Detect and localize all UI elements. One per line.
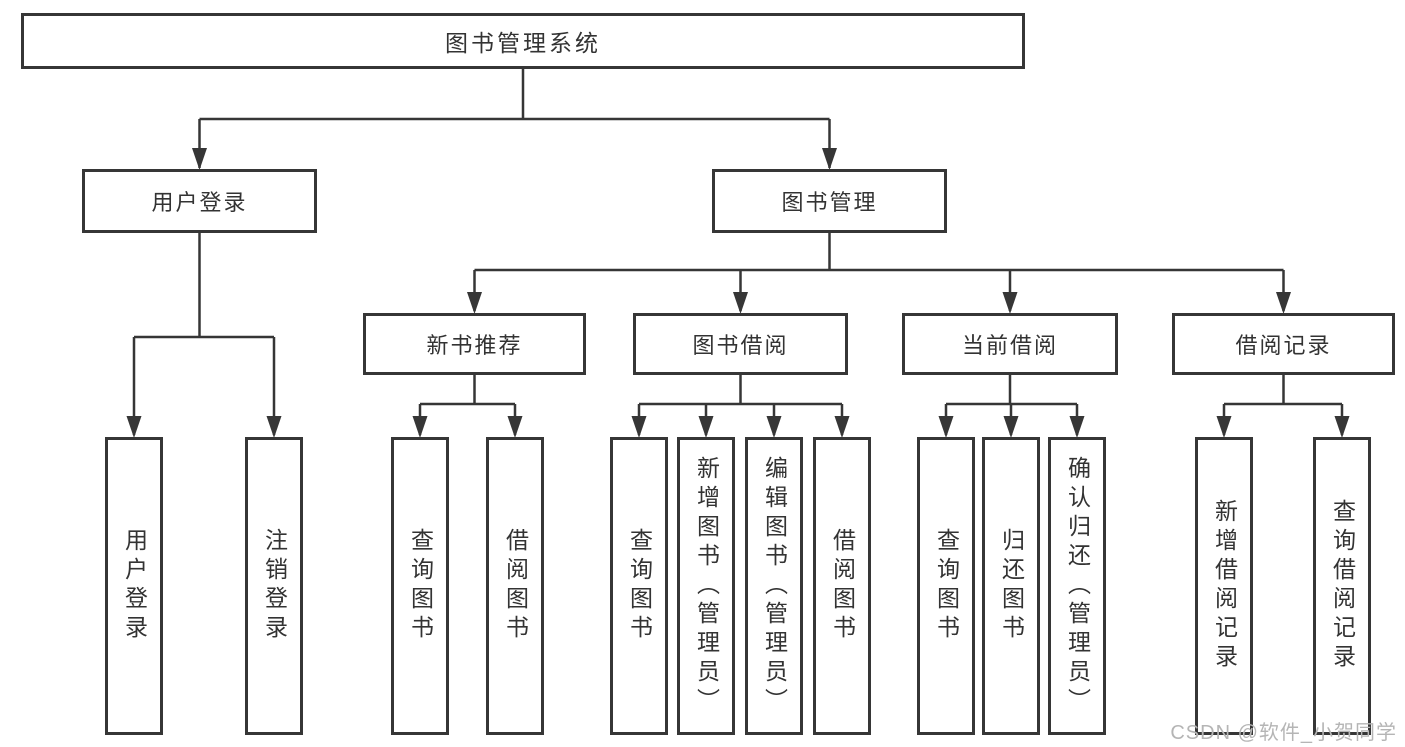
node-current-borrowing: 当前借阅 (902, 313, 1118, 375)
node-borrowing-records: 借阅记录 (1172, 313, 1395, 375)
node-leaf-borrow-books: 借阅图书 (813, 437, 871, 735)
node-leaf-add-borrow-record: 新增借阅记录 (1195, 437, 1253, 735)
node-leaf-query-books-current: 查询图书 (917, 437, 975, 735)
node-library-system: 图书管理系统 (21, 13, 1025, 69)
node-user-login: 用户登录 (82, 169, 317, 233)
watermark: CSDN @软件_小贺同学 (1170, 722, 1397, 744)
node-leaf-borrow-books-recommend: 借阅图书 (486, 437, 544, 735)
arrowhead-icons (126, 148, 1350, 438)
node-leaf-user-login: 用户登录 (105, 437, 163, 735)
node-book-borrowing: 图书借阅 (633, 313, 848, 375)
node-leaf-query-borrow-record: 查询借阅记录 (1313, 437, 1371, 735)
node-leaf-query-books-recommend: 查询图书 (391, 437, 449, 735)
node-leaf-logout: 注销登录 (245, 437, 303, 735)
node-leaf-edit-books-admin: 编辑图书（管理员） (745, 437, 803, 735)
node-leaf-confirm-return-admin: 确认归还（管理员） (1048, 437, 1106, 735)
node-book-management: 图书管理 (712, 169, 947, 233)
node-leaf-query-books-borrow: 查询图书 (610, 437, 668, 735)
node-new-book-recommend: 新书推荐 (363, 313, 586, 375)
tree-edges (132, 69, 1344, 435)
node-leaf-return-books: 归还图书 (982, 437, 1040, 735)
node-leaf-add-books-admin: 新增图书（管理员） (677, 437, 735, 735)
